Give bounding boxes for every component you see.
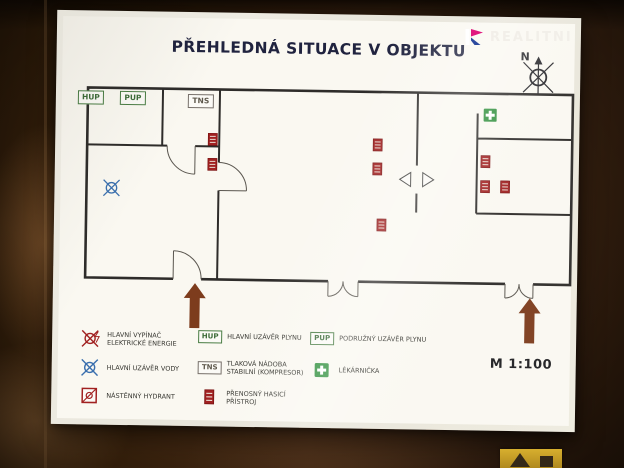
pressure-vessel-box: TNS (187, 93, 214, 109)
fire-extinguisher-icon (479, 180, 491, 194)
legend-item-wall-hydrant: NÁSTĚNNÝ HYDRANT (77, 385, 188, 407)
brand-logo-icon (465, 29, 483, 45)
legend-label: HLAVNÍ VYPÍNAČ ELEKTRICKÉ ENERGIE (106, 330, 177, 348)
wall-hydrant-icon (77, 385, 101, 405)
brand-name: REALITNI (490, 29, 573, 45)
legend-label: HLAVNÍ UZÁVĚR PLYNU (227, 333, 302, 343)
entrance-arrow-icon (518, 298, 541, 344)
legend-label: HLAVNÍ UZÁVĚR VODY (106, 363, 180, 373)
legend-label: LÉKÁRNIČKA (338, 366, 380, 375)
outer-walls (83, 86, 575, 287)
door-panel-edge (44, 0, 47, 468)
fire-extinguisher-icon (480, 155, 491, 169)
pressure-vessel-box: TNS (197, 360, 222, 375)
gas-main-valve-box: HUP (77, 90, 105, 105)
first-aid-kit-icon (483, 108, 497, 122)
gas-secondary-valve-box: PUP (310, 331, 335, 346)
scale-label: M 1:100 (489, 356, 553, 373)
water-main-valve-icon (102, 179, 121, 197)
compass-rose-icon (522, 56, 554, 94)
legend-item-water-valve: HLAVNÍ UZÁVĚR VODY (78, 357, 189, 379)
main-power-switch-icon (78, 328, 102, 348)
legend-item-gas-main-valve: HUP HLAVNÍ UZÁVĚR PLYNU (198, 330, 309, 345)
fire-extinguisher-icon (499, 180, 511, 194)
legend-label: PŘENOSNÝ HASICÍ PŘÍSTROJ (226, 389, 286, 407)
partial-warning-sign (500, 449, 562, 468)
legend-item-pressure-vessel: TNS TLAKOVÁ NÁDOBA STABILNÍ (KOMPRESOR) (197, 359, 309, 377)
fire-extinguisher-icon (207, 157, 218, 171)
fire-extinguisher-icon (372, 138, 383, 152)
legend-label: PODRUŽNÝ UZÁVĚR PLYNU (339, 334, 427, 345)
first-aid-kit-icon (310, 361, 334, 379)
fire-extinguisher-icon (207, 132, 218, 146)
floor-plan-drawing (83, 56, 575, 344)
gas-secondary-valve-box: PUP (119, 90, 147, 106)
fire-extinguisher-icon (376, 218, 387, 232)
gas-main-valve-box: HUP (198, 330, 223, 344)
legend-label: NÁSTĚNNÝ HYDRANT (106, 391, 175, 401)
legend-item-gas-secondary-valve: PUP PODRUŽNÝ UZÁVĚR PLYNU (310, 331, 429, 347)
entrance-arrow-icon (183, 282, 207, 329)
compass-north-label: N (520, 50, 530, 64)
legend-item-first-aid-kit: LÉKÁRNIČKA (310, 361, 429, 381)
legend-label: TLAKOVÁ NÁDOBA STABILNÍ (KOMPRESOR) (226, 359, 304, 377)
fire-extinguisher-icon (372, 162, 383, 176)
inner-walls (87, 88, 573, 280)
fire-extinguisher-icon (197, 387, 221, 407)
plan-sheet: PŘEHLEDNÁ SITUACE V OBJEKTU N (50, 9, 582, 433)
water-main-valve-icon (78, 357, 102, 377)
legend-item-main-power-switch: HLAVNÍ VYPÍNAČ ELEKTRICKÉ ENERGIE (78, 328, 189, 350)
door-arcs (166, 145, 534, 299)
double-swing-door-icon (398, 171, 435, 188)
legend-item-fire-extinguisher: PŘENOSNÝ HASICÍ PŘÍSTROJ (197, 387, 308, 409)
brand-watermark: REALITNI (464, 27, 573, 47)
